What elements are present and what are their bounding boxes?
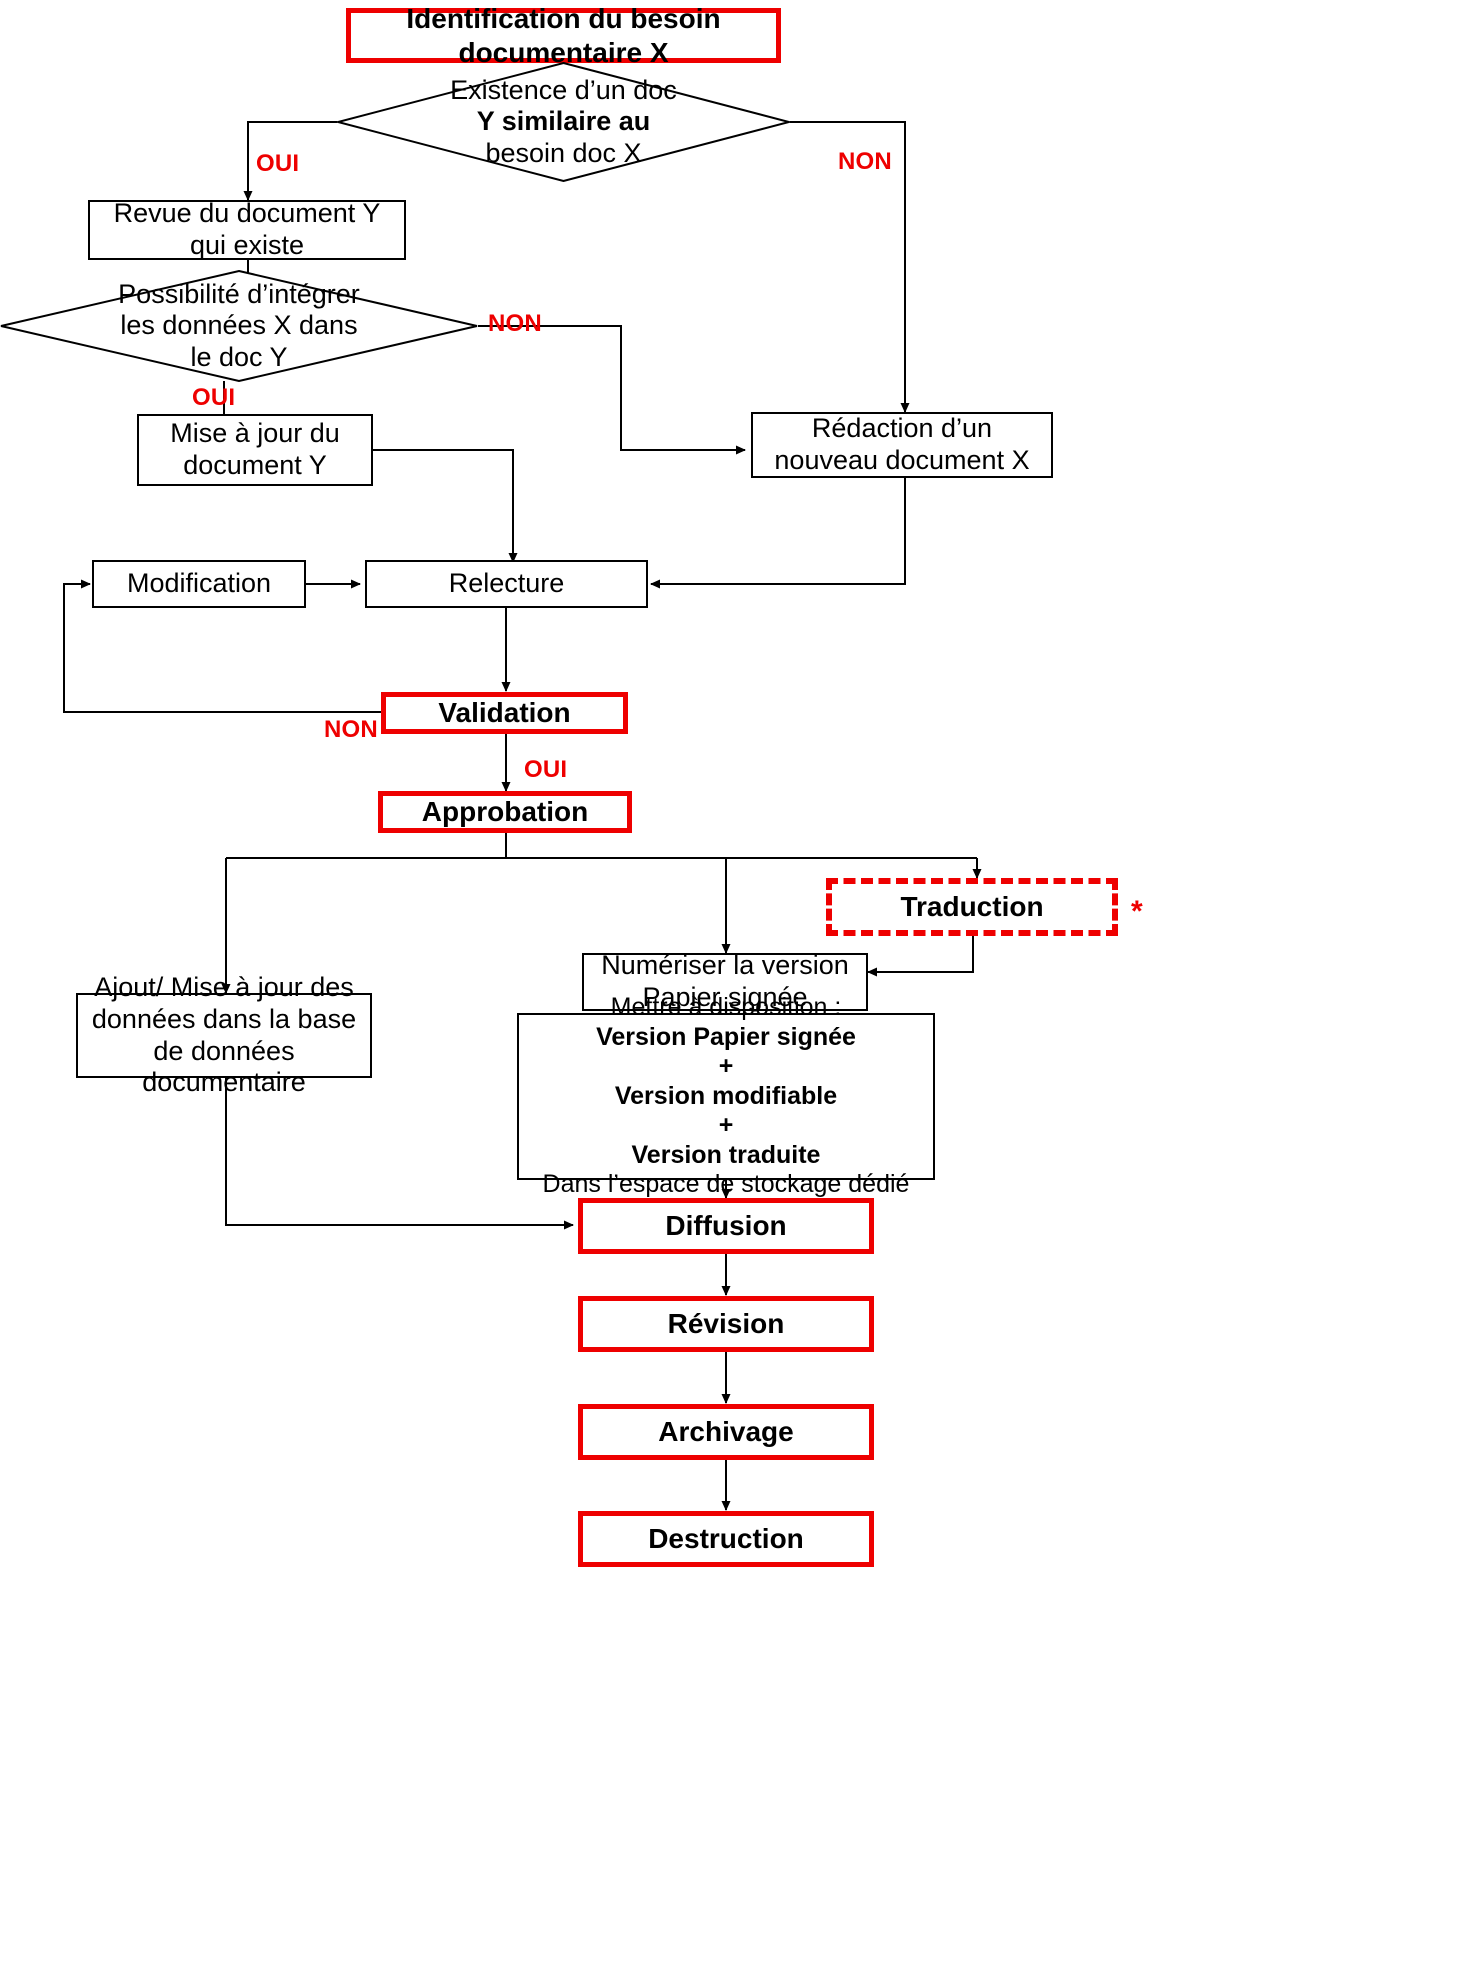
ajout-line2: données dans la base de <box>91 1003 357 1066</box>
mad-line1: Mettre à disposition : <box>610 993 842 1022</box>
node-revision[interactable]: Révision <box>578 1296 874 1352</box>
node-revue-label: Revue du document Y qui existe <box>113 198 381 260</box>
decision-possibilite-text: Possibilité d’intégrer les données X dan… <box>33 279 444 373</box>
diamond-outline <box>337 62 790 182</box>
decision-possibilite-line2: les données X dans <box>120 310 358 341</box>
decision-existence-text: Existence d’un doc Y similaire au besoin… <box>369 75 759 169</box>
mad-line6: Version traduite <box>631 1140 821 1169</box>
node-numeriser-line1: Numériser la version <box>601 950 849 981</box>
node-identification-besoin[interactable]: Identification du besoin documentaire X <box>346 3 781 68</box>
mad-line3: + <box>718 1052 734 1081</box>
edge-label-existence-non: NON <box>838 148 892 175</box>
node-diffusion[interactable]: Diffusion <box>578 1198 874 1254</box>
node-destruction-label: Destruction <box>648 1523 804 1555</box>
node-traduction[interactable]: Traduction <box>826 878 1118 936</box>
node-numeriser-line2: Papier signée <box>642 982 808 1012</box>
node-validation-label: Validation <box>438 697 571 729</box>
edge-label-existence-oui: OUI <box>256 150 300 177</box>
node-mettre-a-disposition[interactable]: Mettre à disposition : Version Papier si… <box>517 993 935 1198</box>
node-redaction-document-x[interactable]: Rédaction d’un nouveau document X <box>751 412 1053 478</box>
node-mettre-a-disposition-text: Mettre à disposition : Version Papier si… <box>519 993 933 1200</box>
node-approbation-label: Approbation <box>421 796 589 828</box>
node-relecture-label: Relecture <box>448 568 565 599</box>
node-numeriser-version-papier[interactable]: Numériser la version Papier signée <box>582 950 868 1014</box>
decision-possibilite-line3: le doc Y <box>190 341 288 372</box>
node-mise-a-jour-document-y[interactable]: Mise à jour du document Y <box>137 414 373 486</box>
decision-existence-line2: Y similaire au <box>476 106 651 137</box>
edge-label-validation-oui: OUI <box>524 756 568 783</box>
decision-existence-line3: besoin doc X <box>485 137 642 168</box>
traduction-footnote-asterisk: * <box>1131 895 1143 928</box>
node-destruction[interactable]: Destruction <box>578 1511 874 1567</box>
node-validation[interactable]: Validation <box>381 692 628 734</box>
decision-possibilite-line1: Possibilité d’intégrer <box>118 279 360 310</box>
node-redaction-label: Rédaction d’un nouveau document X <box>774 413 1030 475</box>
mad-line5: + <box>718 1111 734 1140</box>
node-traduction-label: Traduction <box>900 891 1044 923</box>
node-revision-label: Révision <box>667 1308 785 1340</box>
edge-label-possibilite-oui: OUI <box>192 384 236 411</box>
diamond-outline <box>0 270 478 382</box>
node-identification-label: Identification du besoin documentaire X <box>406 3 721 68</box>
decision-existence-line1: Existence d’un doc <box>450 75 677 106</box>
edge-label-possibilite-non: NON <box>488 310 542 337</box>
node-revue-document-y[interactable]: Revue du document Y qui existe <box>88 198 406 260</box>
node-mise-a-jour-label: Mise à jour du document Y <box>170 418 340 480</box>
decision-possibilite-integrer[interactable]: Possibilité d’intégrer les données X dan… <box>0 270 478 382</box>
node-diffusion-label: Diffusion <box>665 1210 787 1242</box>
node-archivage[interactable]: Archivage <box>578 1404 874 1460</box>
ajout-line3: données documentaire <box>142 1035 306 1098</box>
ajout-line1: Ajout/ Mise à jour des <box>94 971 354 1002</box>
node-ajout-base-donnees[interactable]: Ajout/ Mise à jour des données dans la b… <box>76 972 372 1097</box>
node-modification-label: Modification <box>126 568 272 599</box>
node-archivage-label: Archivage <box>658 1416 794 1448</box>
edge-label-validation-non: NON <box>324 716 378 743</box>
mad-line2: Version Papier signée <box>596 1022 856 1051</box>
decision-existence-doc[interactable]: Existence d’un doc Y similaire au besoin… <box>337 62 790 182</box>
node-ajout-base-text: Ajout/ Mise à jour des données dans la b… <box>78 972 370 1099</box>
node-relecture[interactable]: Relecture <box>365 560 648 608</box>
node-numeriser-text: Numériser la version Papier signée <box>584 950 866 1014</box>
mad-line7: Dans l’espace de stockage dédié <box>542 1170 910 1199</box>
node-approbation[interactable]: Approbation <box>378 791 632 833</box>
mad-line4: Version modifiable <box>614 1081 838 1110</box>
node-modification[interactable]: Modification <box>92 560 306 608</box>
